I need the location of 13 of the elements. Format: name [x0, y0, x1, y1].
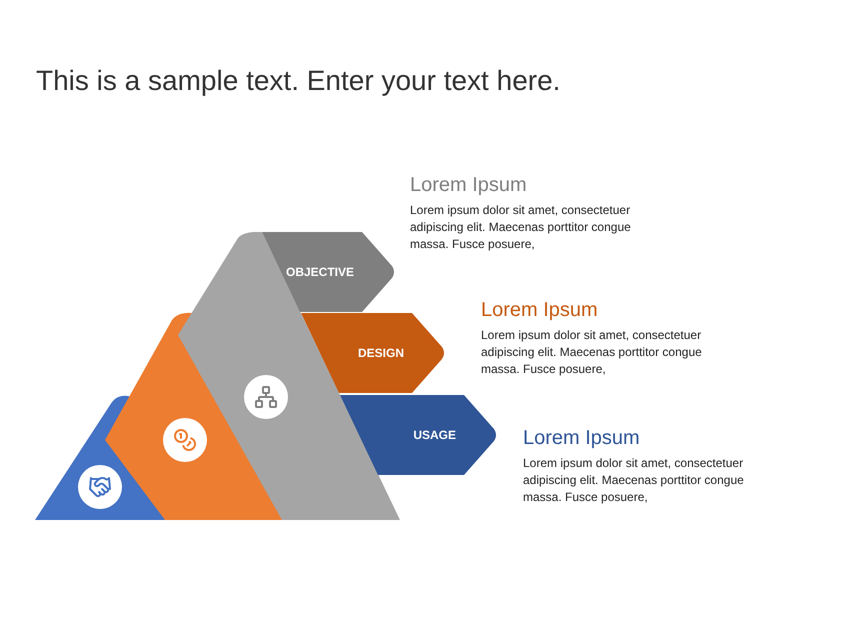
section-heading: Lorem Ipsum: [481, 298, 599, 323]
arrow-banner: [301, 313, 446, 393]
slide-title: This is a sample text. Enter your text here.: [36, 64, 560, 98]
banner-label: DESIGN: [358, 345, 404, 362]
banner-label: USAGE: [413, 427, 456, 444]
body-text: Lorem ipsum dolor sit amet, consectetuer adipiscing elit. Maecenas porttitor congue massa. Fusce posuere,: [481, 327, 703, 378]
banner-label: OBJECTIVE: [286, 264, 354, 281]
arrow-banner: [262, 232, 396, 312]
body-text: Lorem ipsum dolor sit amet, consectetuer adipiscing elit. Maecenas porttitor congue massa. Fusce posuere,: [410, 202, 632, 253]
section-heading: Lorem Ipsum: [410, 173, 528, 198]
section-heading: Lorem Ipsum: [523, 426, 641, 451]
body-text: Lorem ipsum dolor sit amet, consectetuer adipiscing elit. Maecenas porttitor congue massa. Fusce posuere,: [523, 455, 745, 506]
arrow-banner: [340, 395, 498, 475]
